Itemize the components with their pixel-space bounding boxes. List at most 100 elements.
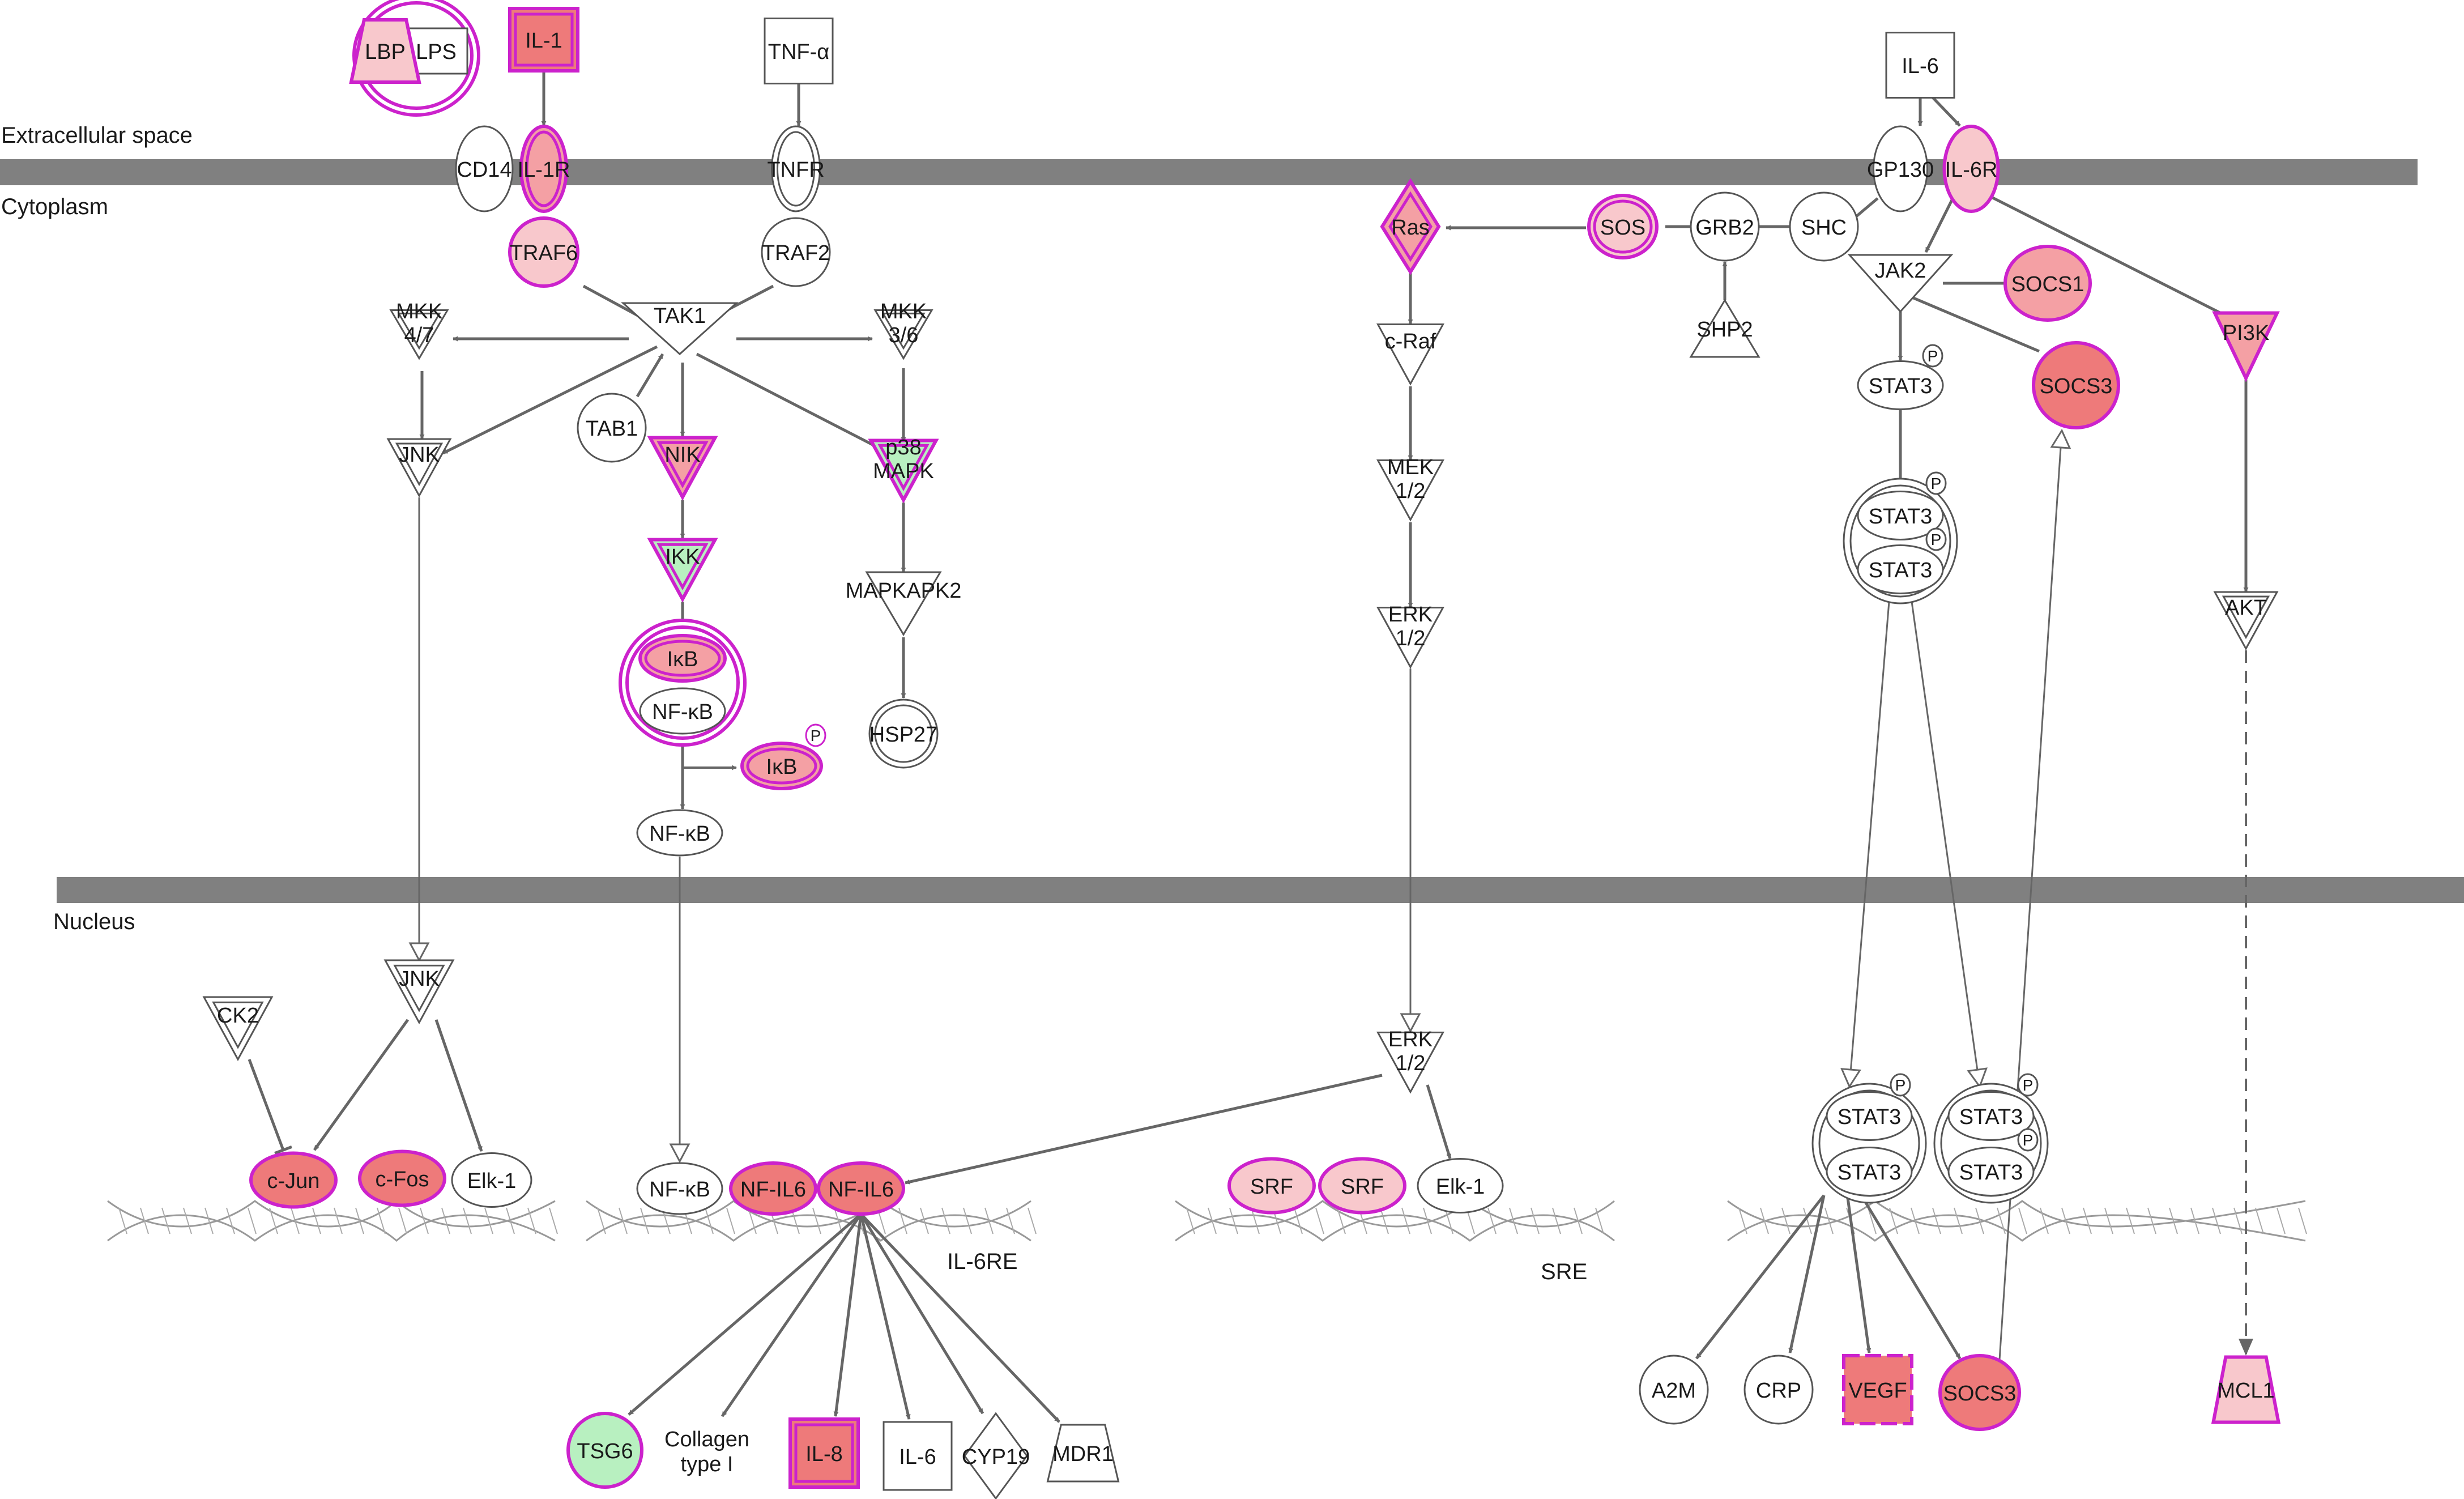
phospho-marker: P — [1922, 344, 1943, 368]
node-mcl1[interactable]: MCL1 — [2211, 1355, 2281, 1424]
node-ras[interactable]: Ras — [1380, 178, 1441, 275]
node-il6r[interactable]: IL-6R — [1942, 125, 2000, 213]
node-label: SRF — [1250, 1175, 1293, 1199]
node-label: NF-κB — [652, 700, 713, 724]
node-il1r[interactable]: IL-1R — [518, 125, 570, 213]
node-ikb1[interactable]: IκB — [638, 634, 727, 683]
node-nfkb1[interactable]: NF-κB — [639, 687, 726, 735]
translocation-edge — [1400, 668, 1421, 1033]
node-ikb2[interactable]: IκB — [740, 742, 823, 790]
node-grb2[interactable]: GRB2 — [1690, 191, 1760, 262]
node-il6-g[interactable]: IL-6 — [883, 1421, 953, 1491]
dna-rung — [226, 1207, 235, 1234]
dna-rung — [2040, 1207, 2049, 1234]
node-a2m[interactable]: A2M — [1639, 1355, 1709, 1425]
node-label: NF-IL6 — [828, 1178, 894, 1202]
dna-rung — [355, 1207, 364, 1234]
node-ikk[interactable]: IKK — [647, 538, 718, 603]
edge — [1788, 1195, 1826, 1353]
node-nfkb-n[interactable]: NF-κB — [636, 1162, 723, 1215]
node-nfkb2[interactable]: NF-κB — [636, 809, 723, 857]
node-jnk-c[interactable]: JNK — [386, 438, 452, 498]
node-mdr1[interactable]: MDR1 — [1046, 1424, 1120, 1483]
node-lbp[interactable]: LBP — [349, 18, 421, 84]
node-elk1b[interactable]: Elk-1 — [1417, 1158, 1504, 1213]
node-mapkapk2[interactable]: MAPKAPK2 — [846, 571, 962, 636]
node-ck2[interactable]: CK2 — [202, 996, 274, 1062]
node-stat3d-a[interactable]: STAT3 — [1857, 491, 1944, 540]
dna-rung — [963, 1207, 972, 1234]
dna-rung — [1574, 1207, 1583, 1234]
node-socs3-c[interactable]: SOCS3 — [2032, 341, 2120, 429]
node-il8[interactable]: IL-8 — [788, 1417, 860, 1489]
node-pi3k[interactable]: PI3K — [2212, 311, 2280, 382]
node-cfos[interactable]: c-Fos — [358, 1149, 446, 1207]
node-lps[interactable]: LPS — [404, 27, 468, 75]
node-stat3n2a[interactable]: STAT3 — [1947, 1091, 2035, 1141]
node-tnfr[interactable]: TNFR — [767, 125, 825, 212]
node-traf6[interactable]: TRAF6 — [508, 216, 579, 288]
node-srf2[interactable]: SRF — [1318, 1157, 1406, 1215]
node-gp130[interactable]: GP130 — [1867, 125, 1934, 212]
dna-rung — [984, 1207, 994, 1234]
phospho-marker: P — [2017, 1073, 2039, 1097]
node-label: STAT3 — [1869, 374, 1933, 398]
node-tab1[interactable]: TAB1 — [577, 393, 647, 463]
node-socs1[interactable]: SOCS1 — [2003, 245, 2092, 322]
node-label: SRF — [1341, 1175, 1384, 1199]
node-srf1[interactable]: SRF — [1227, 1157, 1316, 1215]
node-nfil6a[interactable]: NF-IL6 — [729, 1161, 817, 1216]
dna-rung — [291, 1207, 300, 1234]
node-vegf[interactable]: VEGF — [1842, 1354, 1913, 1425]
node-tsg6[interactable]: TSG6 — [566, 1412, 643, 1489]
dna-rung — [1868, 1207, 1877, 1234]
node-shp2[interactable]: SHP2 — [1689, 299, 1760, 358]
node-akt[interactable]: AKT — [2213, 591, 2279, 651]
node-label: STAT3 — [1838, 1105, 1902, 1129]
node-nik[interactable]: NIK — [647, 436, 718, 501]
dna-rung — [527, 1207, 536, 1234]
node-traf2[interactable]: TRAF2 — [761, 217, 831, 287]
node-jnk-n[interactable]: JNK — [383, 959, 455, 1025]
dna-rung — [1186, 1207, 1195, 1234]
node-craf[interactable]: c-Raf — [1376, 323, 1445, 386]
node-nfil6b[interactable]: NF-IL6 — [817, 1161, 905, 1216]
phospho-marker: P — [2017, 1128, 2039, 1152]
phospho-label: P — [1928, 347, 1938, 365]
node-tnfa[interactable]: TNF-α — [764, 18, 834, 84]
node-shc[interactable]: SHC — [1789, 191, 1859, 262]
node-stat3n1a[interactable]: STAT3 — [1826, 1091, 1913, 1141]
node-cd14[interactable]: CD14 — [455, 125, 514, 212]
dna-rung — [2083, 1207, 2092, 1234]
node-label: LPS — [416, 40, 457, 64]
node-jak2[interactable]: JAK2 — [1847, 254, 1954, 313]
node-stat3d-b[interactable]: STAT3 — [1857, 544, 1944, 594]
edge — [248, 1059, 285, 1151]
node-elk1a[interactable]: Elk-1 — [451, 1152, 532, 1208]
node-il1[interactable]: IL-1 — [508, 7, 579, 73]
node-sos[interactable]: SOS — [1587, 194, 1659, 259]
node-stat3n2b[interactable]: STAT3 — [1947, 1147, 2035, 1196]
node-label: CRP — [1756, 1379, 1801, 1403]
node-stat3n1b[interactable]: STAT3 — [1826, 1147, 1913, 1196]
node-crp[interactable]: CRP — [1743, 1355, 1814, 1425]
node-socs3-g[interactable]: SOCS3 — [1938, 1354, 2021, 1431]
phospho-label: P — [1931, 475, 1942, 492]
node-label: IKK — [665, 545, 700, 569]
node-cjun[interactable]: c-Jun — [249, 1151, 338, 1209]
node-cyp19[interactable]: CYP19 — [962, 1412, 1030, 1499]
node-il6-ext[interactable]: IL-6 — [1885, 32, 1955, 99]
node-stat3-c[interactable]: STAT3 — [1857, 360, 1944, 410]
dna-helix-1 — [107, 1200, 556, 1228]
dna-rung — [1380, 1207, 1389, 1234]
edge — [1981, 191, 2230, 319]
node-hsp27[interactable]: HSP27 — [868, 699, 939, 769]
node-tak1[interactable]: TAK1 — [621, 302, 739, 356]
